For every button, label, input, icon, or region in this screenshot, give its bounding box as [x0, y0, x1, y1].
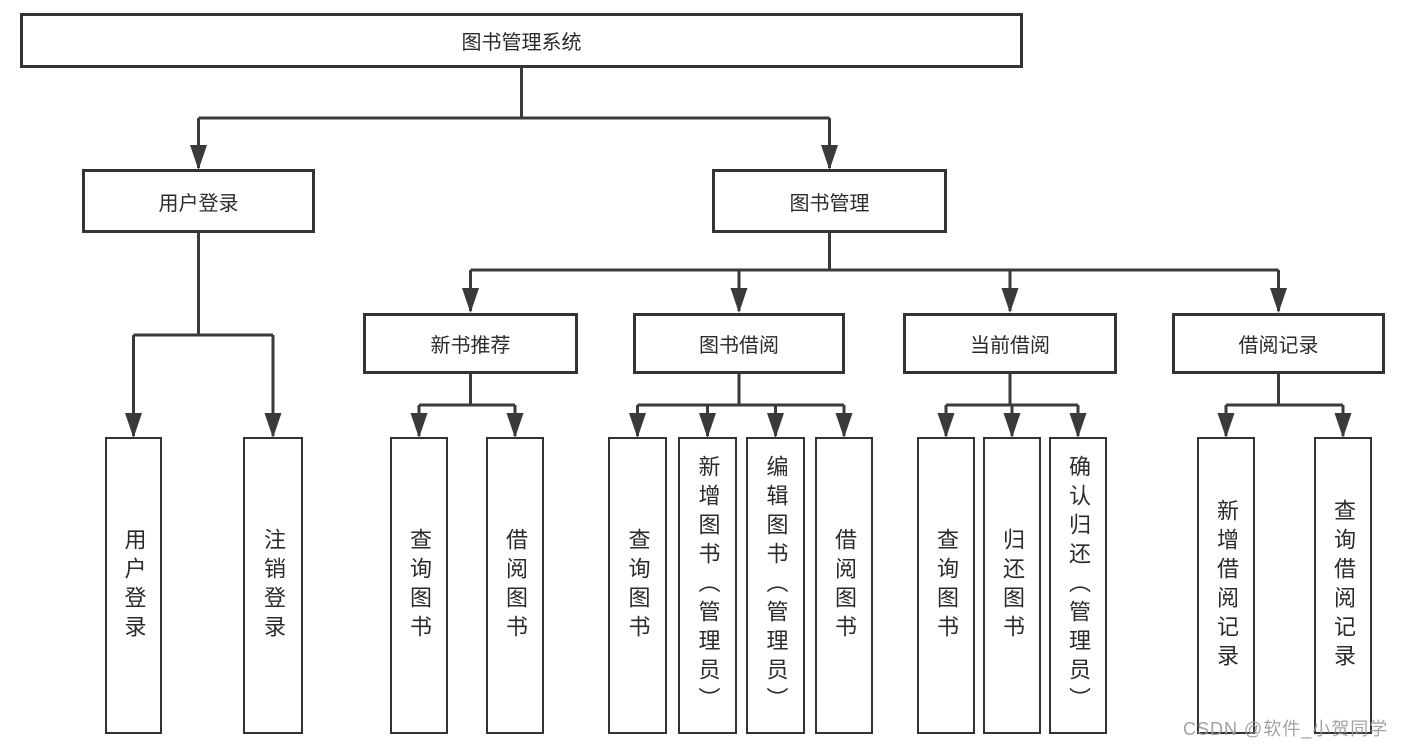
node-borrow-borrow-book: 借阅图书	[815, 437, 873, 734]
connector-book-borrow-children	[629, 374, 853, 438]
node-book-management: 图书管理	[712, 169, 947, 233]
node-recommend-borrow-book-label: 借阅图书	[503, 527, 528, 644]
node-logout: 注销登录	[243, 437, 303, 734]
node-book-borrow: 图书借阅	[633, 313, 845, 374]
node-logout-label: 注销登录	[261, 527, 286, 644]
connector-borrow-record-children	[1217, 374, 1352, 438]
node-current-confirm-return-label: 确认归还（管理员）	[1066, 455, 1091, 716]
node-current-confirm-return: 确认归还（管理员）	[1049, 437, 1107, 734]
node-borrow-add-book: 新增图书（管理员）	[678, 437, 737, 734]
node-new-book-recommend-label: 新书推荐	[430, 335, 511, 357]
node-borrow-query-book-label: 查询图书	[625, 527, 651, 644]
node-root-label: 图书管理系统	[461, 32, 582, 54]
node-recommend-query-book-label: 查询图书	[407, 527, 432, 644]
node-record-add-label: 新增借阅记录	[1214, 498, 1239, 673]
node-login: 用户登录	[105, 437, 162, 734]
connector-book-management-children	[462, 233, 1287, 313]
node-current-return-book: 归还图书	[983, 437, 1041, 734]
node-current-query-book: 查询图书	[917, 437, 975, 734]
node-record-query-label: 查询借阅记录	[1331, 498, 1356, 673]
node-record-query: 查询借阅记录	[1314, 437, 1372, 734]
node-recommend-query-book: 查询图书	[390, 437, 448, 734]
node-login-label: 用户登录	[121, 527, 147, 644]
node-record-add: 新增借阅记录	[1197, 437, 1255, 734]
connector-root-to-level2	[190, 68, 838, 170]
node-borrow-record: 借阅记录	[1172, 313, 1385, 374]
node-user-login: 用户登录	[82, 169, 315, 233]
connector-current-borrow-children	[937, 374, 1087, 438]
node-recommend-borrow-book: 借阅图书	[486, 437, 544, 734]
node-user-login-label: 用户登录	[158, 192, 239, 215]
node-borrow-borrow-book-label: 借阅图书	[832, 527, 857, 644]
node-current-borrow-label: 当前借阅	[970, 335, 1050, 357]
node-root: 图书管理系统	[20, 13, 1023, 68]
node-new-book-recommend: 新书推荐	[363, 313, 578, 374]
watermark: CSDN @软件_小贺同学	[1183, 719, 1389, 739]
connector-new-book-recommend-children	[410, 374, 524, 438]
node-book-management-label: 图书管理	[789, 192, 870, 215]
node-borrow-add-book-label: 新增图书（管理员）	[695, 455, 721, 716]
connector-user-login-children	[125, 233, 282, 438]
node-borrow-edit-book: 编辑图书（管理员）	[746, 437, 805, 734]
node-borrow-query-book: 查询图书	[608, 437, 667, 734]
node-current-query-book-label: 查询图书	[934, 527, 959, 644]
node-current-borrow: 当前借阅	[903, 313, 1117, 374]
node-borrow-edit-book-label: 编辑图书（管理员）	[763, 455, 789, 716]
node-borrow-record-label: 借阅记录	[1238, 335, 1319, 357]
node-current-return-book-label: 归还图书	[1000, 527, 1025, 644]
node-book-borrow-label: 图书借阅	[699, 335, 779, 357]
